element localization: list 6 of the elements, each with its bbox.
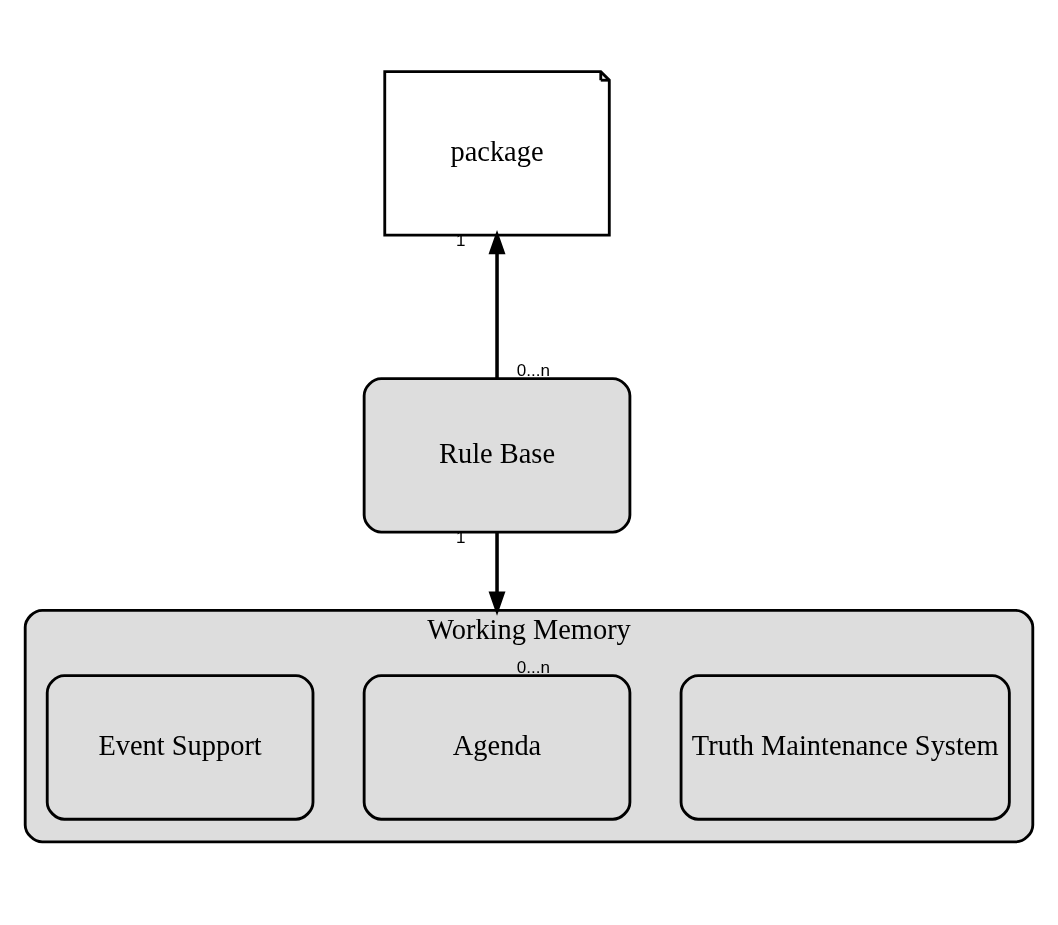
node-box: Rule Base [362,377,632,534]
node-box: Event Support [45,674,315,821]
node-box: Truth Maintenance System [679,674,1011,821]
arrow [488,230,506,379]
node-box: Agenda [362,674,632,821]
arrow [488,532,506,616]
